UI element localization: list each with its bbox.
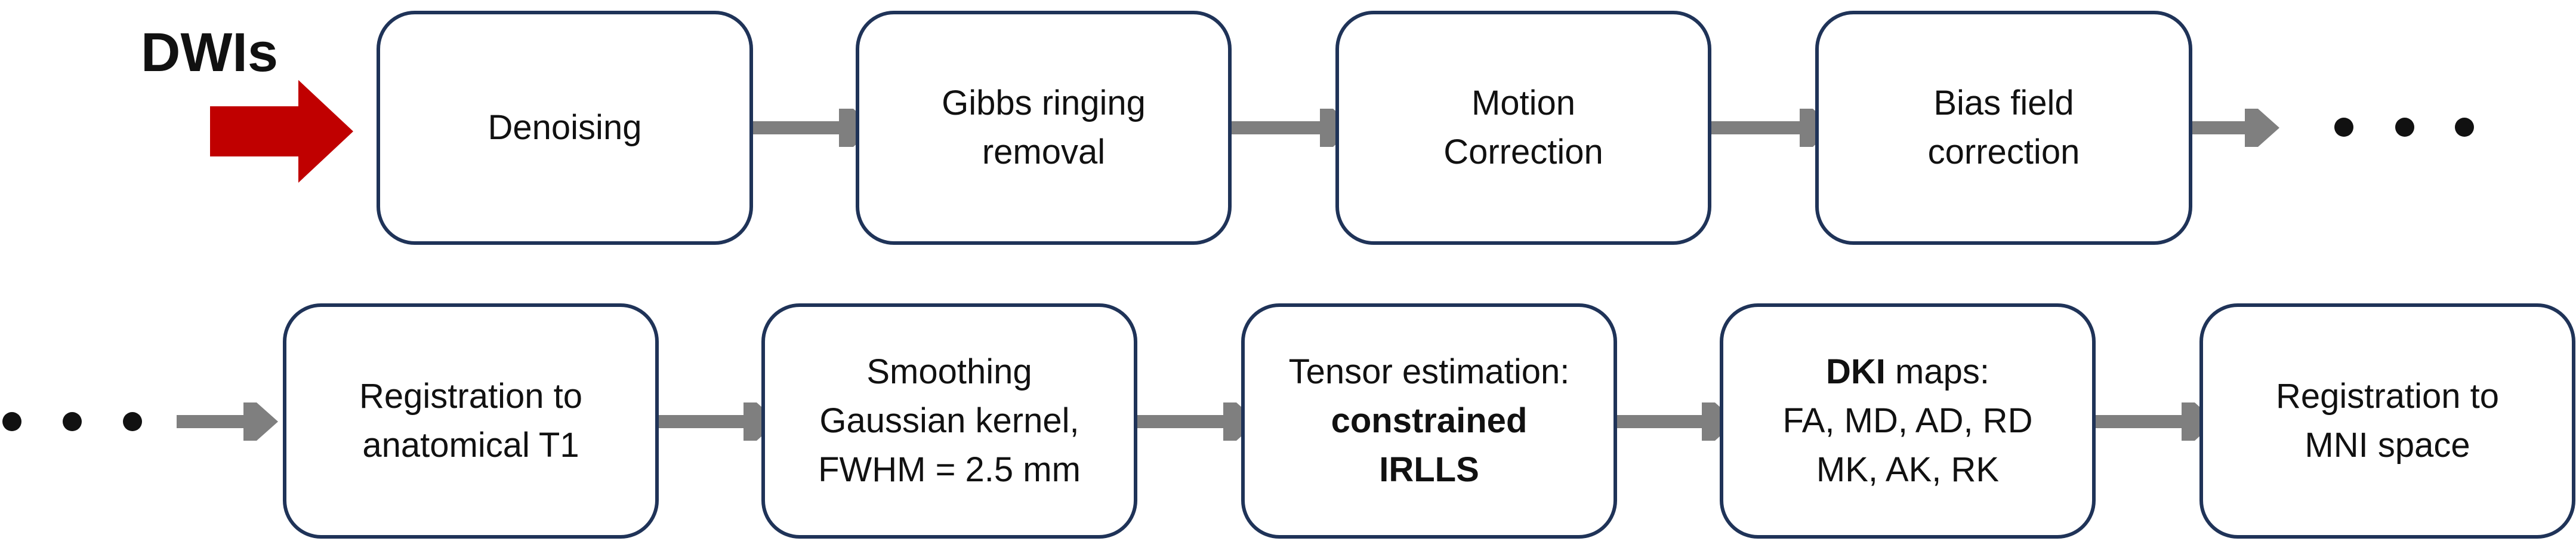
- step-label-line: anatomical T1: [362, 426, 579, 465]
- continuation-dots-row1: [2334, 118, 2474, 137]
- input-label: DWIs: [141, 22, 278, 83]
- dki-label: DKI: [1826, 352, 1886, 391]
- step-smoothing: Smoothing Gaussian kernel, FWHM = 2.5 mm: [761, 303, 1137, 539]
- step-label-line: Tensor estimation:: [1288, 352, 1570, 391]
- step-label-line: FWHM = 2.5 mm: [818, 450, 1081, 489]
- step-label-line: removal: [982, 133, 1106, 171]
- arrow-continuation-to-registration: [177, 402, 278, 441]
- step-label-line: Denoising: [488, 108, 642, 147]
- arrow-dki-to-registration-mni: [2096, 402, 2216, 441]
- arrow-registration-to-smoothing: [659, 402, 778, 441]
- step-label-line: correction: [1927, 133, 2080, 171]
- step-registration-mni: Registration to MNI space: [2199, 303, 2575, 539]
- step-label-line: Gibbs ringing: [942, 84, 1146, 122]
- arrow-smoothing-to-tensor: [1137, 402, 1258, 441]
- step-gibbs-ringing-removal: Gibbs ringing removal: [856, 11, 1232, 245]
- step-label-line: Registration to: [359, 377, 582, 416]
- step-label-line: Correction: [1443, 133, 1603, 171]
- step-label-line: Bias field: [1933, 84, 2074, 122]
- step-bias-field-correction: Bias field correction: [1815, 11, 2192, 245]
- step-motion-correction: Motion Correction: [1335, 11, 1711, 245]
- arrow-bias-to-continuation: [2192, 109, 2279, 147]
- step-label-line: MNI space: [2304, 426, 2470, 465]
- step-label-line: Gaussian kernel,: [819, 401, 1079, 440]
- step-label-line: FA, MD, AD, RD: [1782, 401, 2033, 440]
- step-registration-anatomical-t1: Registration to anatomical T1: [283, 303, 659, 539]
- step-label-line: Smoothing: [866, 352, 1032, 391]
- step-denoising: Denoising: [377, 11, 753, 245]
- step-label-line-bold: constrained: [1331, 401, 1528, 440]
- step-dki-maps: DKI maps: FA, MD, AD, RD MK, AK, RK: [1720, 303, 2096, 539]
- step-label-line-bold: IRLLS: [1379, 450, 1479, 489]
- maps-label: maps:: [1885, 352, 1989, 391]
- input-arrow: [210, 80, 353, 183]
- step-label-line: Registration to: [2276, 377, 2499, 416]
- step-label-line: DKI maps:: [1826, 348, 1989, 397]
- step-label-line: MK, AK, RK: [1816, 450, 2000, 489]
- step-label-line: Motion: [1471, 84, 1576, 122]
- continuation-dots-row2: [2, 412, 142, 431]
- arrow-tensor-to-dki: [1617, 402, 1736, 441]
- step-tensor-estimation: Tensor estimation: constrained IRLLS: [1241, 303, 1617, 539]
